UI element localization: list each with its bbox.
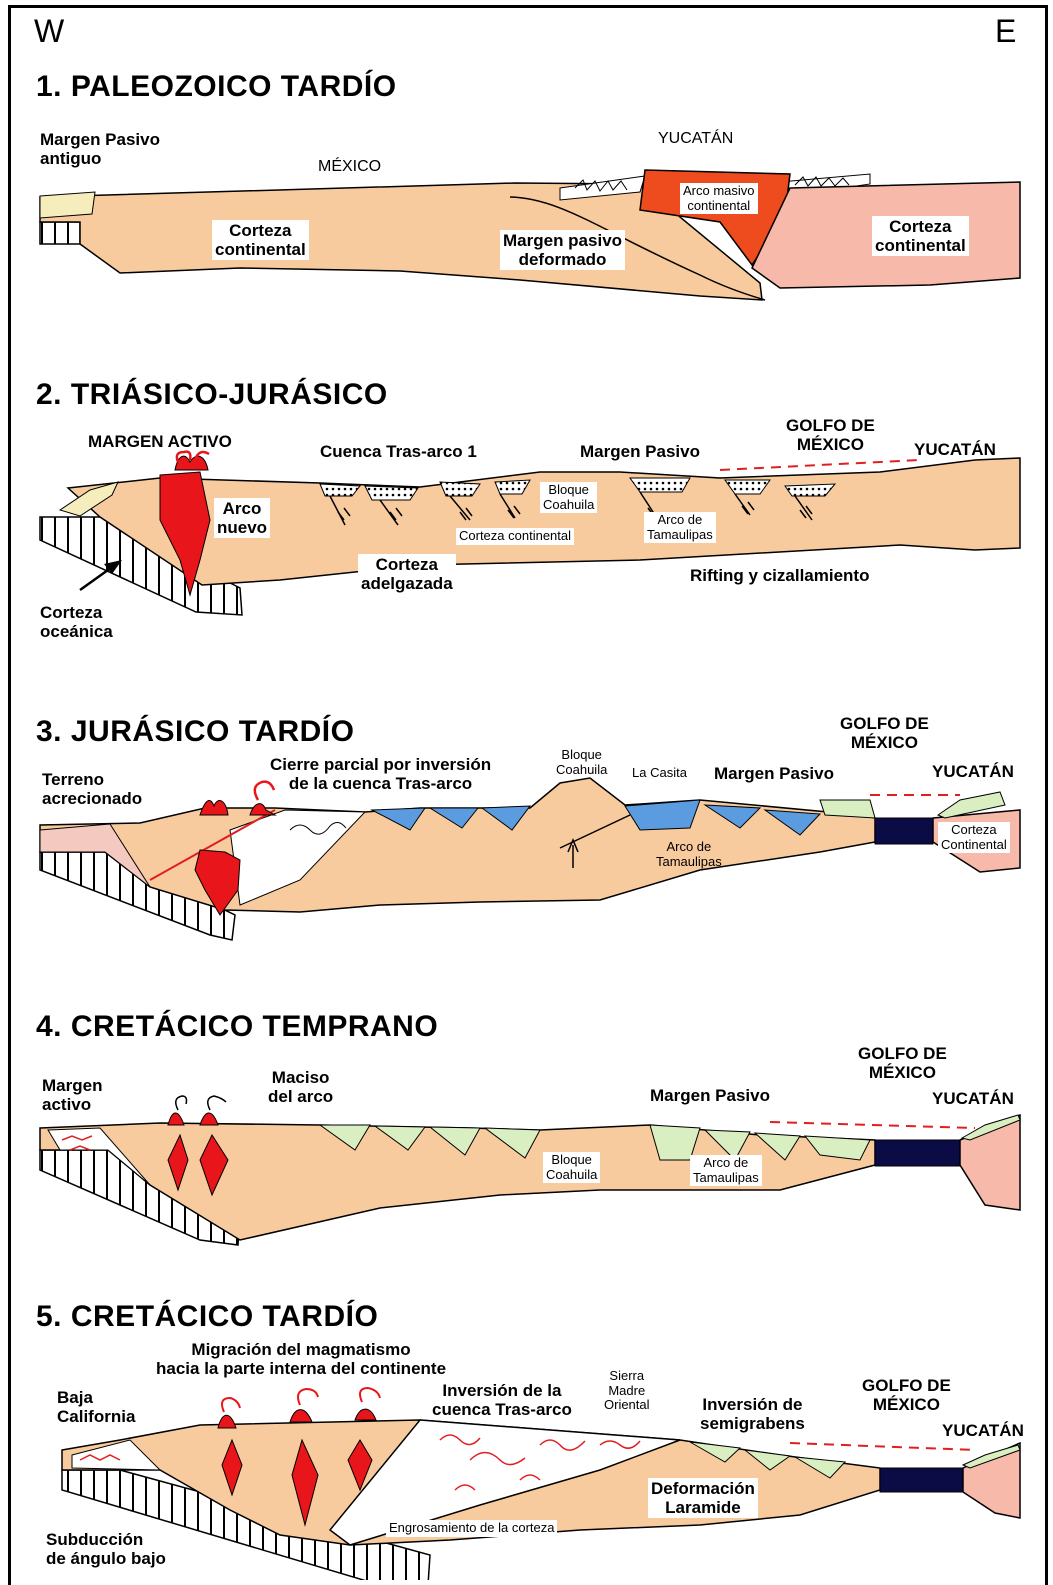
label-golfo-5: GOLFO DE MÉXICO: [862, 1376, 951, 1414]
plume-5: [222, 1388, 380, 1412]
label-inversion-semigrabens: Inversión de semigrabens: [700, 1395, 805, 1433]
label-inversion-cuenca: Inversión de la cuenca Tras-arco: [432, 1381, 572, 1419]
section-5-title: 5. CRETÁCICO TARDÍO: [36, 1300, 378, 1334]
label-cuenca-tras-arco: Cuenca Tras-arco 1: [320, 442, 477, 461]
gulf-line-4: [770, 1122, 975, 1128]
old-margin-wedge: [40, 192, 95, 218]
label-rifting: Rifting y cizallamiento: [690, 566, 869, 585]
label-bloque-coahuila-2: Bloque Coahuila: [540, 482, 597, 513]
label-bloque-coahuila-3: Bloque Coahuila: [556, 748, 607, 777]
plume-4: [176, 1096, 226, 1110]
volcano-4b: [200, 1113, 218, 1125]
label-margen-activo-4: Margen activo: [42, 1076, 102, 1114]
label-yucatan-2: YUCATÁN: [914, 440, 996, 459]
label-maciso-del-arco: Maciso del arco: [268, 1068, 333, 1106]
label-arco-masivo: Arco masivo continental: [680, 183, 758, 214]
volcano-4a: [168, 1113, 184, 1125]
section-4-art: [40, 1096, 1020, 1245]
label-arco-tamaulipas-3: Arco de Tamaulipas: [656, 840, 722, 869]
label-migracion: Migración del magmatismo hacia la parte …: [156, 1340, 446, 1378]
label-margen-pasivo-4: Margen Pasivo: [650, 1086, 770, 1105]
label-margen-pasivo-antiguo: Margen Pasivo antiguo: [40, 130, 160, 168]
label-baja-california: Baja California: [57, 1388, 135, 1426]
label-yucatan-3: YUCATÁN: [932, 762, 1014, 781]
section-2-title: 2. TRIÁSICO-JURÁSICO: [36, 378, 388, 412]
east-label: E: [995, 14, 1016, 50]
label-deformacion-laramide: Deformación Laramide: [648, 1478, 758, 1518]
label-la-casita: La Casita: [632, 766, 687, 781]
west-label: W: [34, 14, 64, 50]
label-golfo-4: GOLFO DE MÉXICO: [858, 1044, 947, 1082]
section-4-title: 4. CRETÁCICO TEMPRANO: [36, 1010, 438, 1044]
label-corteza-continental-3: Corteza Continental: [938, 822, 1010, 853]
label-corteza-continental-w: Corteza continental: [212, 220, 309, 260]
label-bloque-coahuila-4: Bloque Coahuila: [543, 1152, 600, 1183]
label-margen-pasivo-2: Margen Pasivo: [580, 442, 700, 461]
gulf-line-2: [720, 460, 920, 470]
green-cover-3: [820, 800, 875, 818]
label-arco-nuevo: Arco nuevo: [214, 498, 270, 538]
label-yucatan-4: YUCATÁN: [932, 1089, 1014, 1108]
label-cierre-parcial: Cierre parcial por inversión de la cuenc…: [270, 755, 491, 793]
label-margen-activo-2: MARGEN ACTIVO: [88, 432, 232, 451]
oceanic-gulf-3: [875, 818, 933, 844]
label-corteza-adelgazada: Corteza adelgazada: [358, 554, 456, 594]
crust-3: [40, 778, 875, 912]
label-arco-tamaulipas-4: Arco de Tamaulipas: [690, 1155, 762, 1186]
volcano-3a: [200, 800, 228, 815]
label-corteza-continental-e: Corteza continental: [872, 216, 969, 256]
label-terreno-acrecionado: Terreno acrecionado: [42, 770, 142, 808]
label-yucatan-1: YUCATÁN: [658, 130, 733, 148]
label-engrosamiento: Engrosamiento de la corteza: [386, 1520, 557, 1537]
label-subduccion: Subducción de ángulo bajo: [46, 1530, 166, 1568]
section-3-art: [40, 778, 1020, 940]
label-mexico: MÉXICO: [318, 158, 381, 176]
label-arco-tamaulipas-2: Arco de Tamaulipas: [644, 512, 716, 543]
label-golfo-3: GOLFO DE MÉXICO: [840, 714, 929, 752]
label-corteza-oceanica: Corteza oceánica: [40, 603, 113, 641]
volcano-5a: [218, 1415, 236, 1428]
oceanic-gulf-4: [875, 1140, 960, 1166]
label-margen-pasivo-deformado: Margen pasivo deformado: [500, 230, 625, 270]
label-margen-pasivo-3: Margen Pasivo: [714, 764, 834, 783]
crust-2: [68, 458, 1020, 585]
label-yucatan-5: YUCATÁN: [942, 1421, 1024, 1440]
oceanic-gulf-5: [880, 1468, 963, 1492]
volcano-5c: [355, 1409, 376, 1420]
slab-stub-1: [40, 222, 80, 244]
gulf-line-5: [790, 1443, 975, 1450]
section-3-title: 3. JURÁSICO TARDÍO: [36, 715, 354, 749]
section-1-title: 1. PALEOZOICO TARDÍO: [36, 70, 397, 104]
label-sierra-madre: Sierra Madre Oriental: [604, 1369, 650, 1413]
volcano-5b: [290, 1410, 312, 1422]
label-corteza-continental-2: Corteza continental: [456, 528, 574, 545]
label-golfo-2: GOLFO DE MÉXICO: [786, 416, 875, 454]
